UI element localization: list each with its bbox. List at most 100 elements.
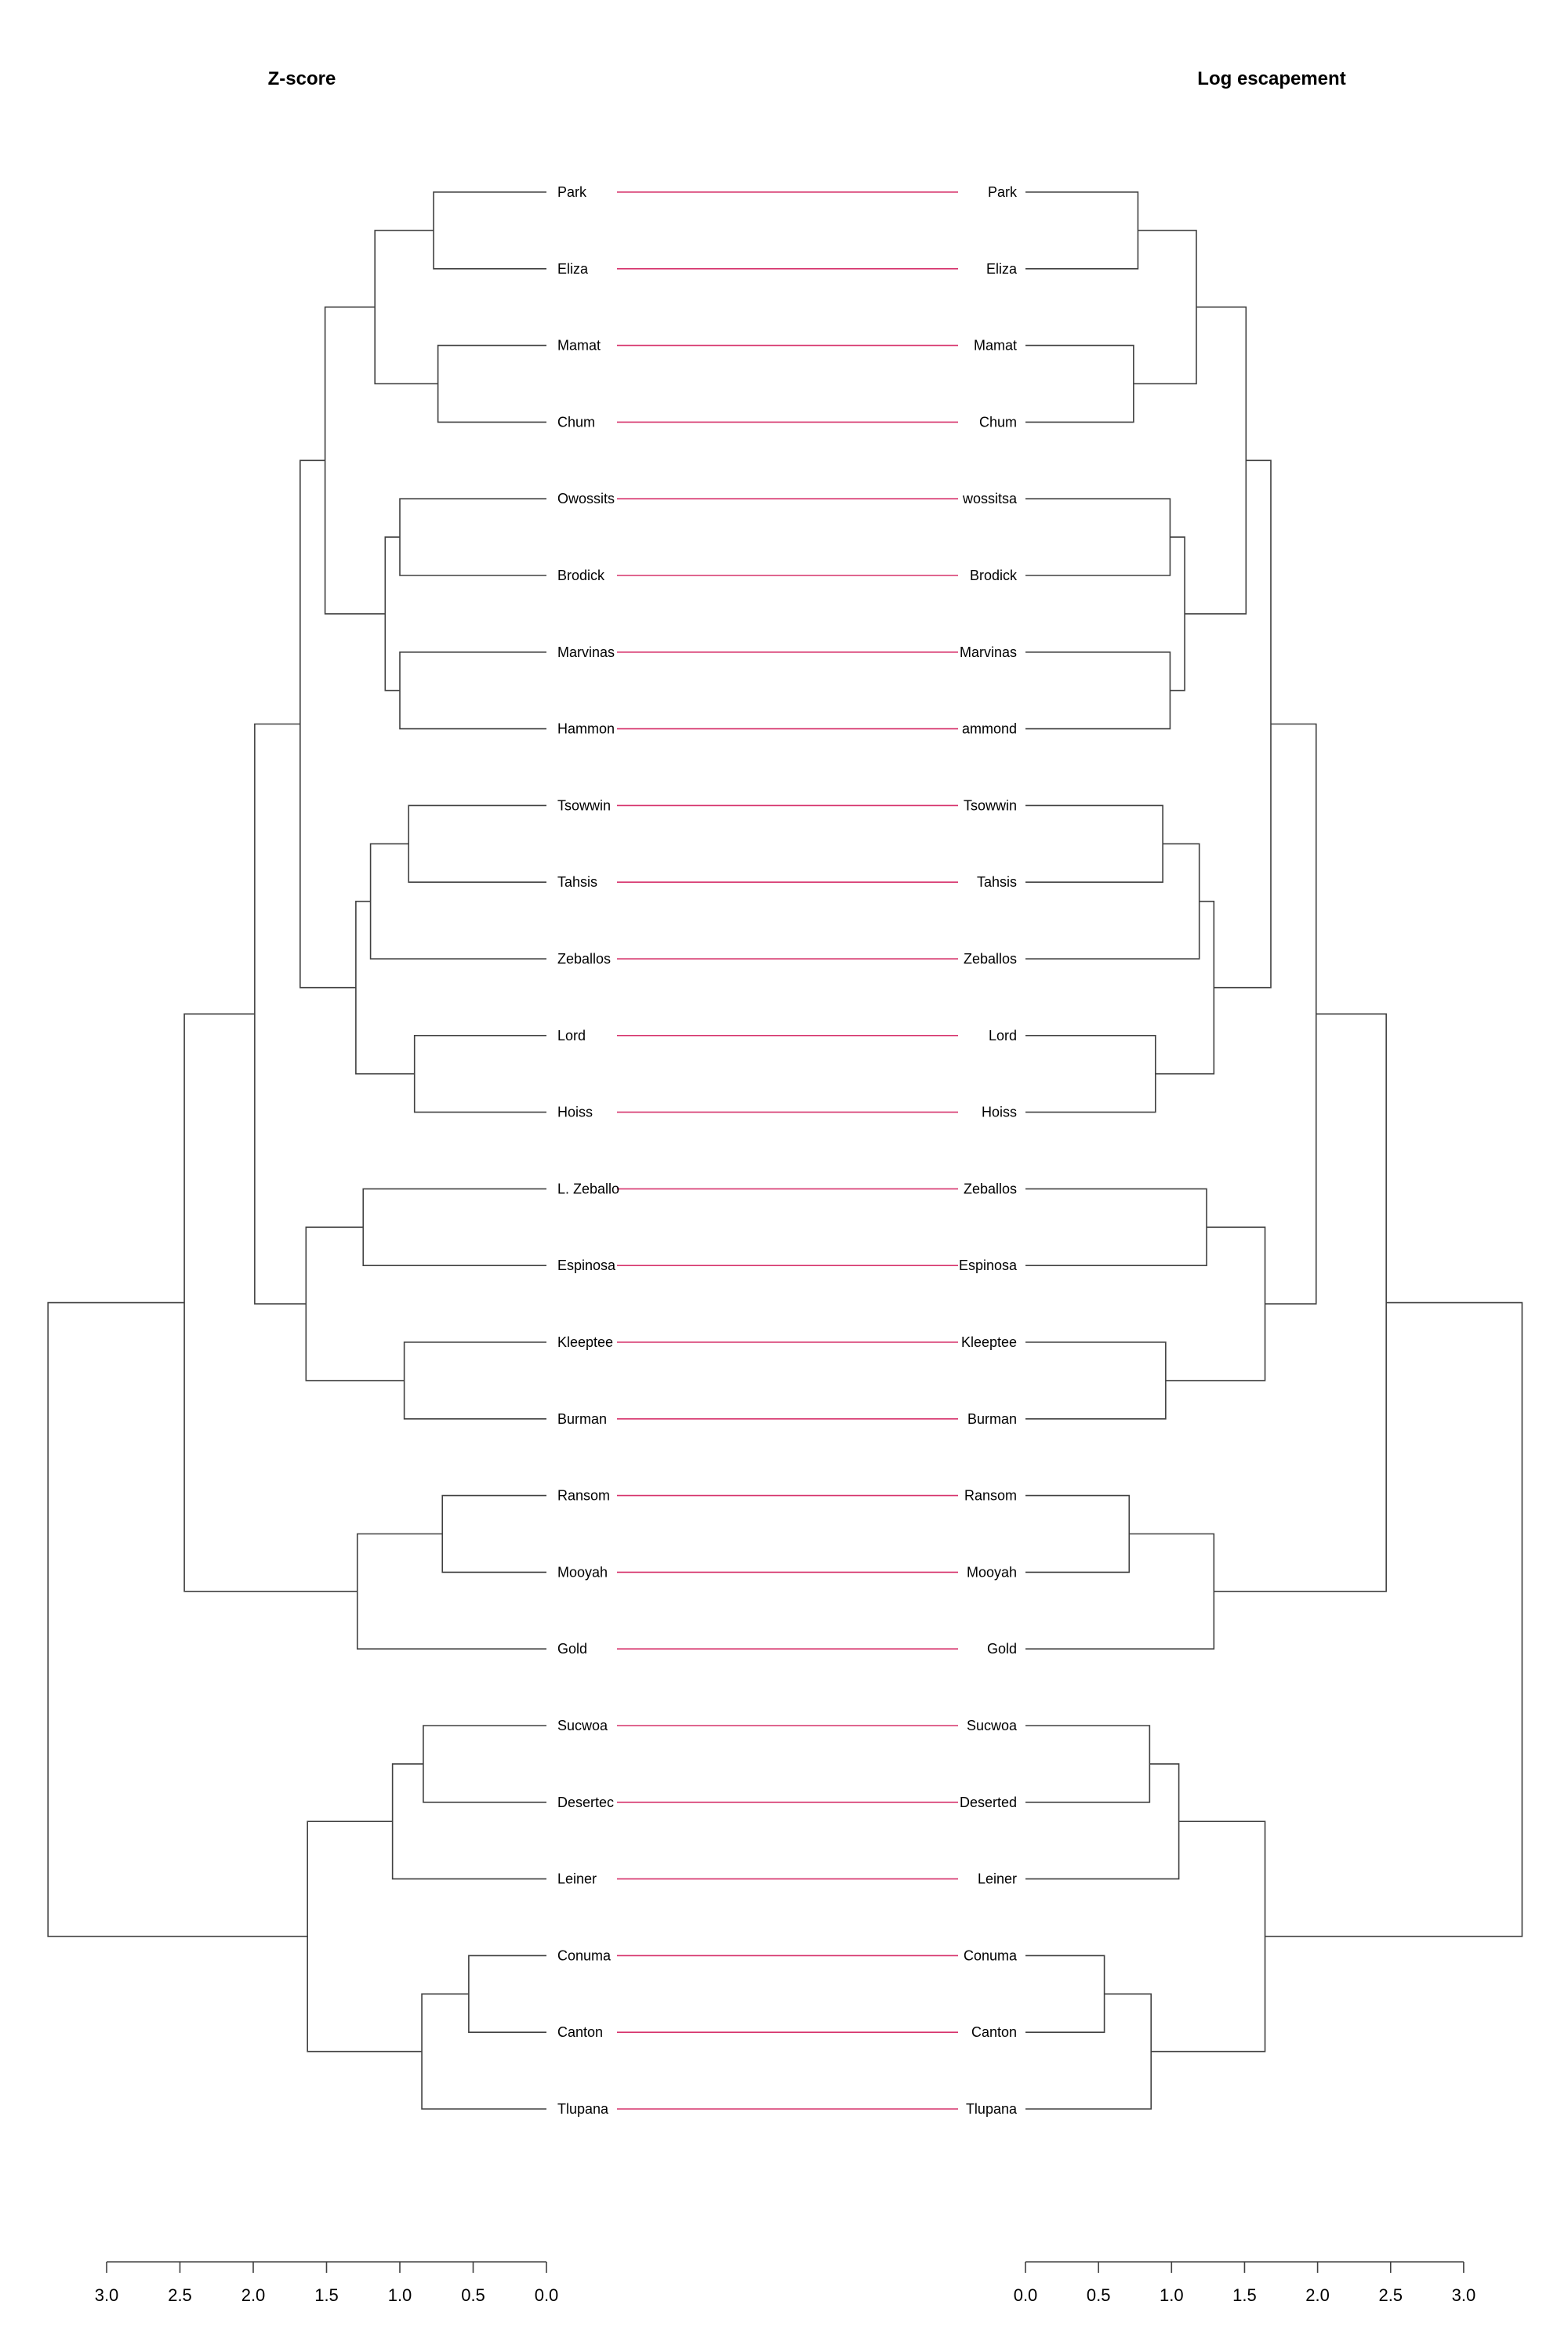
left-branch <box>391 1763 546 1880</box>
left-branch <box>384 536 400 691</box>
right-branch <box>1265 723 1317 1305</box>
left-branch <box>307 1820 423 2053</box>
axis-tick-label: 2.0 <box>241 2285 266 2305</box>
axis-tick-label: 3.0 <box>95 2285 119 2305</box>
right-branch <box>1025 1035 1156 1113</box>
right-leaf-label: Mooyah <box>967 1564 1017 1580</box>
right-dendrogram <box>1025 191 1523 2110</box>
right-leaf-label: Zeballos <box>964 951 1017 967</box>
left-leaf-label: Park <box>557 184 587 200</box>
right-leaf-label: wossitsa <box>962 491 1018 506</box>
axis-tick-label: 0.0 <box>535 2285 559 2305</box>
right-leaf-labels: ParkElizaMamatChumwossitsaBrodickMarvina… <box>959 184 1018 2117</box>
left-leaf-label: Conuma <box>557 1947 612 1963</box>
left-branch <box>403 1341 546 1420</box>
right-leaf-label: Deserted <box>960 1795 1017 1810</box>
right-leaf-label: Espinosa <box>959 1258 1018 1273</box>
axis-tick-label: 1.0 <box>388 2285 412 2305</box>
left-leaf-label: Hammon <box>557 721 615 737</box>
right-leaf-label: Leiner <box>978 1871 1017 1887</box>
axis-tick-label: 1.0 <box>1160 2285 1184 2305</box>
right-branch <box>1025 1763 1180 1880</box>
right-branch <box>1151 1820 1266 2053</box>
right-branch <box>1214 459 1272 989</box>
left-dendrogram <box>47 191 546 2110</box>
left-leaf-label: Leiner <box>557 1871 597 1887</box>
right-branch <box>1025 1955 1105 2033</box>
axis-tick-label: 1.5 <box>314 2285 339 2305</box>
left-leaf-label: Chum <box>557 414 595 430</box>
right-leaf-label: Mamat <box>974 338 1017 354</box>
left-branch <box>355 900 415 1075</box>
axis-tick-label: 0.5 <box>461 2285 485 2305</box>
right-branch <box>1155 900 1215 1075</box>
right-branch <box>1165 1226 1266 1381</box>
left-title: Z-score <box>268 68 336 89</box>
axis-tick-label: 3.0 <box>1452 2285 1476 2305</box>
left-branch <box>254 723 307 1305</box>
left-branch <box>356 1533 546 1650</box>
left-branch <box>399 498 546 576</box>
left-branch <box>374 230 438 385</box>
left-branch <box>324 306 386 615</box>
right-leaf-label: Conuma <box>964 1947 1018 1963</box>
left-leaf-label: Tsowwin <box>557 797 611 813</box>
right-branch <box>1133 230 1197 385</box>
left-branch <box>423 1725 546 1803</box>
right-branch <box>1025 1341 1167 1420</box>
right-branch <box>1265 1301 1523 1937</box>
left-branch <box>437 344 546 423</box>
left-leaf-label: Canton <box>557 2024 603 2040</box>
right-leaf-label: ammond <box>962 721 1017 737</box>
left-branch <box>369 843 546 960</box>
left-leaf-label: Marvinas <box>557 644 615 660</box>
left-branch <box>421 1993 546 2110</box>
right-leaf-label: Lord <box>989 1028 1017 1044</box>
right-leaf-label: Ransom <box>964 1488 1017 1504</box>
left-leaf-label: Tahsis <box>557 874 597 890</box>
left-branch <box>408 804 546 883</box>
left-leaf-label: Mooyah <box>557 1564 608 1580</box>
left-leaf-label: Sucwoa <box>557 1718 608 1733</box>
right-branch <box>1025 498 1171 576</box>
left-leaf-label: Eliza <box>557 261 589 277</box>
right-branch <box>1025 344 1134 423</box>
left-leaf-label: Espinosa <box>557 1258 616 1273</box>
left-branch <box>299 459 356 989</box>
right-branch <box>1025 191 1139 270</box>
right-leaf-label: Zeballos <box>964 1181 1017 1196</box>
right-branch <box>1025 1993 1152 2110</box>
left-branch <box>468 1955 546 2033</box>
left-branch <box>305 1226 405 1381</box>
axis-tick-label: 0.5 <box>1087 2285 1111 2305</box>
left-leaf-label: Burman <box>557 1411 607 1427</box>
right-branch <box>1025 1533 1215 1650</box>
right-leaf-label: Tahsis <box>977 874 1017 890</box>
right-leaf-label: Eliza <box>986 261 1018 277</box>
left-branch <box>413 1035 546 1113</box>
right-leaf-label: Sucwoa <box>967 1718 1018 1733</box>
right-leaf-label: Chum <box>979 414 1017 430</box>
right-branch <box>1170 536 1185 691</box>
left-branch <box>47 1301 308 1937</box>
axis-tick-label: 2.5 <box>1378 2285 1403 2305</box>
right-branch <box>1025 1494 1131 1573</box>
right-leaf-label: Brodick <box>970 568 1018 583</box>
left-leaf-labels: ParkElizaMamatChumOwossitsBrodickMarvina… <box>557 184 619 2117</box>
left-leaf-label: Brodick <box>557 568 605 583</box>
right-leaf-label: Tsowwin <box>964 797 1017 813</box>
connector-lines <box>617 191 958 2110</box>
right-leaf-label: Hoiss <box>982 1105 1017 1120</box>
left-leaf-label: Lord <box>557 1028 586 1044</box>
axis-tick-label: 0.0 <box>1014 2285 1038 2305</box>
left-leaf-label: Mamat <box>557 338 601 354</box>
right-leaf-label: Canton <box>971 2024 1017 2040</box>
left-leaf-label: Desertec <box>557 1795 614 1810</box>
right-leaf-label: Park <box>988 184 1018 200</box>
right-leaf-label: Gold <box>987 1641 1017 1657</box>
right-branch <box>1025 1188 1207 1266</box>
left-leaf-label: Hoiss <box>557 1105 593 1120</box>
left-branch <box>362 1188 546 1266</box>
